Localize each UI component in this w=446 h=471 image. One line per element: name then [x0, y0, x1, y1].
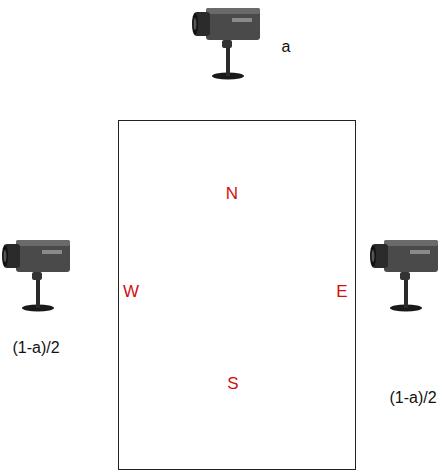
compass-letter: E [336, 283, 347, 300]
region-box: N W E S [118, 120, 356, 470]
compass-letter: N [226, 185, 238, 202]
camera-weight: a [282, 39, 291, 55]
camera-north [192, 8, 260, 80]
compass-letter: W [123, 283, 139, 300]
compass-letter: S [227, 375, 238, 392]
camera-weight: (1-a)/2 [389, 390, 436, 406]
camera-east [370, 240, 438, 312]
camera-weight: (1-a)/2 [12, 340, 59, 356]
camera-west [2, 240, 70, 312]
